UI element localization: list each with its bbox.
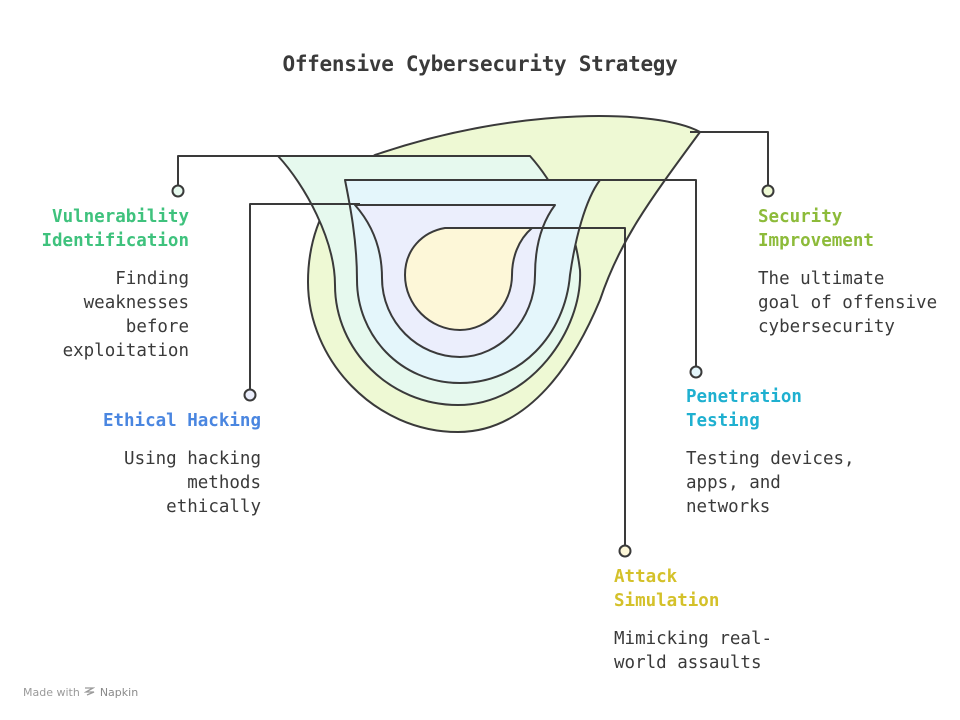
napkin-logo-icon (83, 686, 96, 699)
desc-vulnerability: Finding weaknesses before exploitation (62, 269, 189, 361)
connector-vulnerability (177, 155, 290, 186)
heading-testing: Testing (686, 411, 760, 431)
desc-attack-simulation: Mimicking real- world assaults (614, 629, 773, 673)
connector-penetration (590, 179, 697, 366)
dot-penetration (689, 365, 703, 379)
heading-security: Security (758, 207, 843, 227)
label-attack-simulation: Attack Simulation Mimicking real- world … (614, 565, 772, 675)
heading-attack: Attack (614, 567, 678, 587)
connector-ethical (249, 203, 360, 389)
dot-ethical (243, 388, 257, 402)
heading-identification: Identification (41, 231, 189, 251)
footer-brand: Napkin (99, 686, 139, 699)
page-title: Offensive Cybersecurity Strategy (282, 52, 678, 76)
heading-improvement: Improvement (758, 231, 874, 251)
label-ethical-hacking: Ethical Hacking Using hacking methods et… (103, 409, 261, 519)
dot-security (761, 184, 775, 198)
heading-simulation: Simulation (614, 591, 720, 611)
footer-credit: Made with Napkin (23, 686, 138, 699)
label-security-improvement: Security Improvement The ultimate goal o… (758, 205, 937, 339)
connector-security (690, 131, 769, 185)
label-penetration-testing: Penetration Testing Testing devices, app… (686, 385, 855, 519)
desc-penetration-testing: Testing devices, apps, and networks (686, 449, 855, 517)
connector-attack (520, 227, 626, 545)
footer-made-with: Made with (23, 686, 80, 699)
heading-vulnerability: Vulnerability (52, 207, 189, 227)
dot-attack (618, 544, 632, 558)
dot-vulnerability (171, 184, 185, 198)
heading-ethical-hacking: Ethical Hacking (102, 411, 261, 431)
desc-security-improvement: The ultimate goal of offensive cybersecu… (758, 269, 938, 337)
label-vulnerability-identification: Vulnerability Identification Finding wea… (41, 205, 189, 363)
heading-penetration: Penetration (686, 387, 802, 407)
desc-ethical-hacking: Using hacking methods ethically (124, 449, 261, 517)
ring-attack-simulation (404, 227, 533, 331)
